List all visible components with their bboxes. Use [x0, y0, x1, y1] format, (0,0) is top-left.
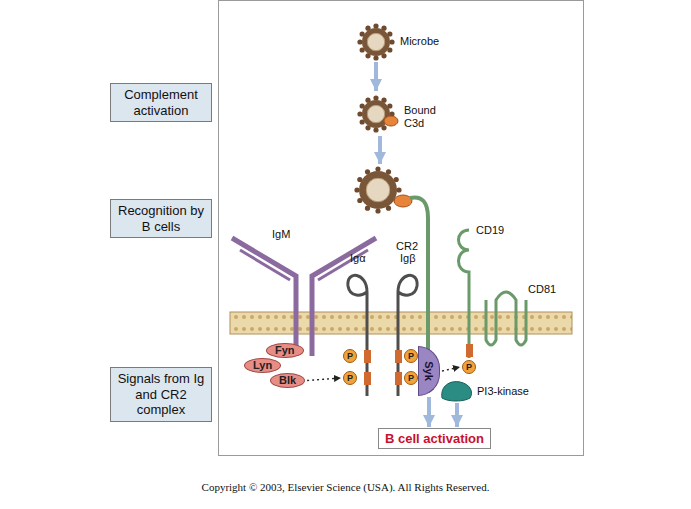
- part-label: Igα: [350, 252, 366, 265]
- part-label: IgM: [272, 228, 290, 241]
- part-label: Igβ: [400, 252, 416, 265]
- phospho-circle: P: [462, 360, 476, 374]
- step-label-box: Recognition by B cells: [110, 199, 212, 238]
- itam-motif: [364, 350, 371, 363]
- figure-panel: [219, 1, 584, 456]
- node-text: P: [347, 373, 353, 383]
- phospho-circle: P: [404, 349, 418, 363]
- pi3-kinase-shape: [442, 382, 472, 401]
- node-text: P: [408, 351, 414, 361]
- igm-chain: [232, 238, 296, 356]
- microbe: [357, 95, 394, 132]
- node-text: Syk: [423, 361, 435, 381]
- microbe-spike: [389, 39, 394, 44]
- cell-membrane: [230, 312, 572, 334]
- microbe-spike: [375, 166, 380, 171]
- microbe: [357, 23, 394, 60]
- microbe-spike: [357, 39, 362, 44]
- kinase-oval: Lyn: [244, 358, 281, 373]
- node-text: Signals from Ig and CR2 complex: [118, 371, 205, 417]
- microbe-spike: [373, 23, 378, 28]
- microbe-core: [367, 105, 384, 122]
- phospho-circle: P: [343, 349, 357, 363]
- cd81-protein: [486, 292, 526, 345]
- microbe-spike: [354, 187, 359, 192]
- node-text: P: [347, 351, 353, 361]
- microbe-spike: [357, 111, 362, 116]
- microbe-spike: [396, 187, 401, 192]
- microbe-spike: [373, 127, 378, 132]
- itam-motif: [466, 344, 473, 357]
- outcome-box: B cell activation: [378, 428, 491, 449]
- copyright-note: Copyright © 2003, Elsevier Science (USA)…: [0, 481, 691, 494]
- microbe-spike: [373, 95, 378, 100]
- kinase-oval: Fyn: [266, 343, 304, 358]
- node-text: B cell activation: [385, 431, 484, 446]
- cd19-receptor: [459, 230, 470, 358]
- node-text: Fyn: [275, 344, 295, 356]
- step-label-box: Signals from Ig and CR2 complex: [110, 367, 212, 422]
- microbe-core: [366, 178, 390, 202]
- itam-motif: [395, 350, 402, 363]
- c3d-fragment: [394, 195, 412, 207]
- process-arrow: [378, 136, 382, 164]
- signal-arrow: [427, 397, 431, 427]
- signal-arrow: [455, 403, 459, 427]
- node-text: PI3-kinase: [477, 385, 529, 397]
- phospho-circle: P: [343, 371, 357, 385]
- part-label: CD19: [476, 224, 504, 237]
- part-label: Bound C3d: [404, 104, 444, 129]
- microbe-core: [367, 33, 384, 50]
- pi3-kinase: PI3-kinase: [440, 376, 529, 402]
- signal-arrow: [442, 367, 460, 371]
- microbe-spike: [375, 208, 380, 213]
- node-text: Lyn: [253, 359, 272, 371]
- phospho-circle: P: [404, 371, 418, 385]
- cr2-receptor: [410, 197, 428, 352]
- itam-motif: [364, 372, 371, 385]
- node-text: Blk: [279, 374, 296, 386]
- part-label: Microbe: [400, 35, 439, 48]
- igm-light-chain: [240, 250, 290, 280]
- itam-motif: [395, 372, 402, 385]
- microbe: [354, 166, 401, 213]
- c3d-fragment: [384, 116, 398, 126]
- step-label-box: Complement activation: [110, 83, 212, 122]
- kinase-oval: Blk: [270, 373, 305, 388]
- microbe-spike: [373, 55, 378, 60]
- syk-kinase: Syk: [418, 346, 440, 396]
- process-arrow: [374, 62, 378, 91]
- part-label: CR2: [396, 240, 418, 253]
- node-text: P: [466, 362, 472, 372]
- signal-arrow: [307, 378, 341, 381]
- node-text: Recognition by B cells: [118, 203, 204, 234]
- node-text: P: [408, 373, 414, 383]
- microbe-body: [362, 28, 390, 56]
- part-label: CD81: [528, 283, 556, 296]
- microbe-body: [359, 171, 397, 209]
- node-text: Complement activation: [124, 87, 198, 118]
